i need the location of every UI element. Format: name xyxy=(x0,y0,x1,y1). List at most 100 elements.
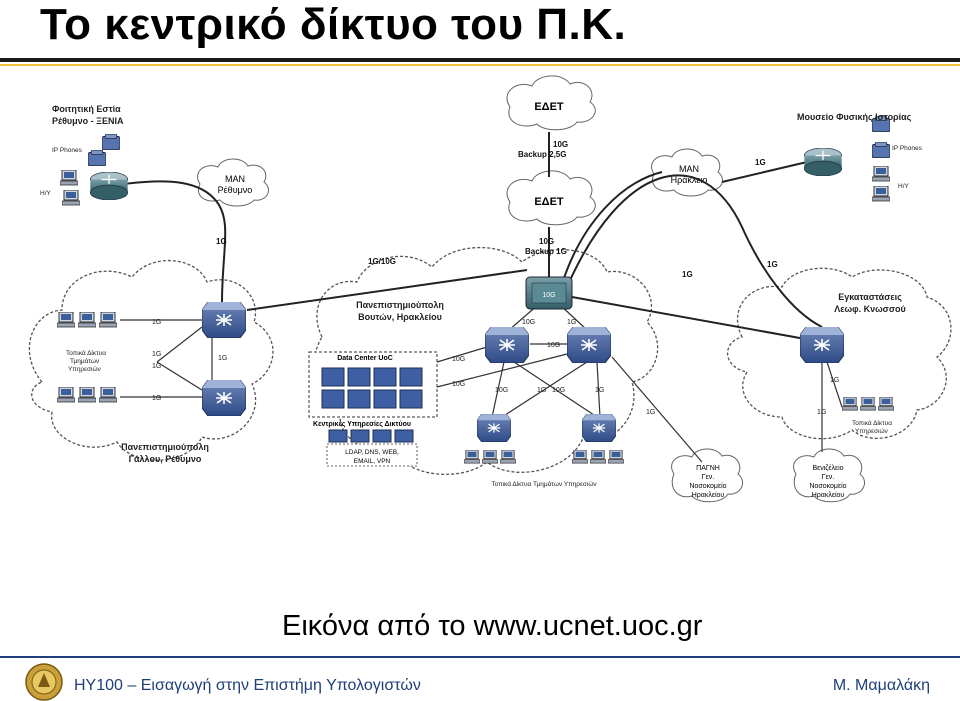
venizelio-label-1: Βενιζέλειο xyxy=(812,464,843,472)
lbl-knosos-1g-a: 1G xyxy=(767,260,778,269)
lbl-core-backup: Backup 1G xyxy=(525,247,567,256)
lbl-l1: 1G xyxy=(152,319,161,326)
lbl-rethymno-1g: 1G xyxy=(216,237,227,246)
server-icon xyxy=(347,389,371,409)
pc-icon xyxy=(464,450,480,464)
link-c4 xyxy=(436,346,488,363)
pagni-label-4: Ηρακλείου xyxy=(692,491,725,499)
lbl-edet-backup: Backup 2,5G xyxy=(518,150,566,159)
lbl-c2: 1G xyxy=(567,319,576,326)
lbl-c9: 1G xyxy=(595,387,604,394)
foititiki-title: Φοιτητική Εστία xyxy=(52,104,121,114)
venizelio-label-4: Ηρακλείου xyxy=(812,491,845,499)
services-list-1: LDAP, DNS, WEB, xyxy=(345,449,399,456)
router-foititiki xyxy=(90,172,128,200)
lbl-l2: 1G xyxy=(152,351,161,358)
core-router-label: 10G xyxy=(542,292,555,299)
central-services: Κεντρικές Υπηρεσίες Δικτύου LDAP, DNS, W… xyxy=(313,421,418,467)
pc-icon xyxy=(62,190,80,206)
link-core-man-heraklio xyxy=(561,171,663,285)
pagni-label-1: ΠΑΓΝΗ xyxy=(696,465,720,472)
pagni-label-3: Νοσοκομείο xyxy=(689,482,726,490)
mouseio-label: Μουσείο Φυσικής Ιστορίας xyxy=(797,112,912,122)
footer-divider xyxy=(0,656,960,658)
datacenter-label: Data Center UoC xyxy=(337,355,393,362)
lbl-edet-10g: 10G xyxy=(553,140,568,149)
router-mouseio xyxy=(804,148,842,176)
lbl-c8: 10G xyxy=(552,387,565,394)
switch-knosos xyxy=(800,327,844,363)
pc-icon xyxy=(872,166,890,182)
lbl-c6: 10G xyxy=(495,387,508,394)
pc-icon xyxy=(482,450,498,464)
gallou-label-2: Γάλλου, Ρέθυμνο xyxy=(129,454,202,464)
service-server-icon xyxy=(372,429,392,443)
edet-top-label: ΕΔΕΤ xyxy=(534,101,564,113)
link-man-mouseio xyxy=(721,161,808,183)
lbl-l3: 1G xyxy=(152,363,161,370)
voutes-label-2: Βουτών, Ηρακλείου xyxy=(358,312,442,322)
cloud-venizelio: Βενιζέλειο Γεν. Νοσοκομείο Ηρακλείου xyxy=(793,448,865,503)
devices-mouseio xyxy=(872,116,890,202)
university-seal-icon xyxy=(25,663,63,701)
page-title: Το κεντρικό δίκτυο του Π.Κ. xyxy=(40,0,627,49)
pc-icon xyxy=(590,450,606,464)
link-c6 xyxy=(491,361,505,418)
service-server-icon xyxy=(394,429,414,443)
switch-gallou-bottom xyxy=(202,380,246,416)
switch-voutes-low-left xyxy=(477,414,511,442)
link-l5 xyxy=(156,361,203,391)
knosos-label-2: Λεωφ. Κνωσσού xyxy=(834,304,905,314)
venizelio-label-3: Νοσοκομείο xyxy=(809,482,846,490)
link-c9 xyxy=(596,361,601,418)
ip-phone-icon xyxy=(88,150,106,166)
gallou-label-1: Πανεπιστημιούπολη xyxy=(121,442,209,452)
pc-icon xyxy=(78,387,96,403)
pc-icon xyxy=(860,397,876,411)
voutes-label-1: Πανεπιστημιούπολη xyxy=(356,300,444,310)
ip-phones-right: IP Phones xyxy=(892,145,923,152)
server-icon xyxy=(321,367,345,387)
knosos-label-1: Εγκαταστάσεις xyxy=(838,292,902,302)
link-c8 xyxy=(501,361,588,418)
lbl-core-10g: 10G xyxy=(539,237,554,246)
man-heraklio-label-2: Ηράκλειο xyxy=(671,175,708,185)
small-labels: IP Phones Η/Υ IP Phones Η/Υ Τοπικά Δίκτυ… xyxy=(40,145,923,488)
server-icon xyxy=(373,367,397,387)
cloud-pagni: ΠΑΓΝΗ Γεν. Νοσοκομείο Ηρακλείου xyxy=(671,448,743,503)
link-c7 xyxy=(513,361,598,418)
footer: ΗΥ100 – Εισαγωγή στην Επιστήμη Υπολογιστ… xyxy=(0,660,960,701)
venizelio-label-2: Γεν. xyxy=(822,474,834,481)
link-k1 xyxy=(826,361,843,408)
lbl-c1: 10G xyxy=(522,319,535,326)
switch-voutes-low-right xyxy=(582,414,616,442)
hy-left: Η/Υ xyxy=(40,190,52,197)
cloud-man-heraklio: MAN Ηράκλειο xyxy=(651,148,723,197)
service-server-icon xyxy=(350,429,370,443)
lbl-c10: 1G xyxy=(646,409,655,416)
pc-icon xyxy=(842,397,858,411)
cloud-edet-top: ΕΔΕΤ xyxy=(506,75,596,131)
local-left-1: Τοπικά Δίκτυα xyxy=(66,349,106,357)
lbl-c3: 10G xyxy=(547,342,560,349)
server-icon xyxy=(399,389,423,409)
core-router: 10G xyxy=(525,276,573,310)
link-c10 xyxy=(611,356,703,463)
lbl-1g10g: 1G/10G xyxy=(368,257,396,266)
cloud-man-rethymno: MAN Ρέθυμνο xyxy=(197,158,269,207)
service-server-icon xyxy=(328,429,348,443)
title-divider xyxy=(0,58,960,62)
local-right-1: Τοπικά Δίκτυα xyxy=(852,419,892,427)
link-gallou-core xyxy=(246,269,528,311)
inner-link-labels: 1G 1G 1G 1G 1G 10G 1G 10G 10G 10G 10G 1G… xyxy=(152,319,839,416)
link-l4 xyxy=(156,326,203,363)
link-core-knosos xyxy=(566,174,823,328)
man-heraklio-label-1: MAN xyxy=(679,164,699,174)
pc-icon xyxy=(99,312,117,328)
switch-gallou-top xyxy=(202,302,246,338)
link-core-knosos-2 xyxy=(571,296,823,343)
pc-icon xyxy=(60,170,78,186)
lbl-c7: 1G xyxy=(537,387,546,394)
pc-icon xyxy=(872,186,890,202)
hy-right: Η/Υ xyxy=(898,183,910,190)
